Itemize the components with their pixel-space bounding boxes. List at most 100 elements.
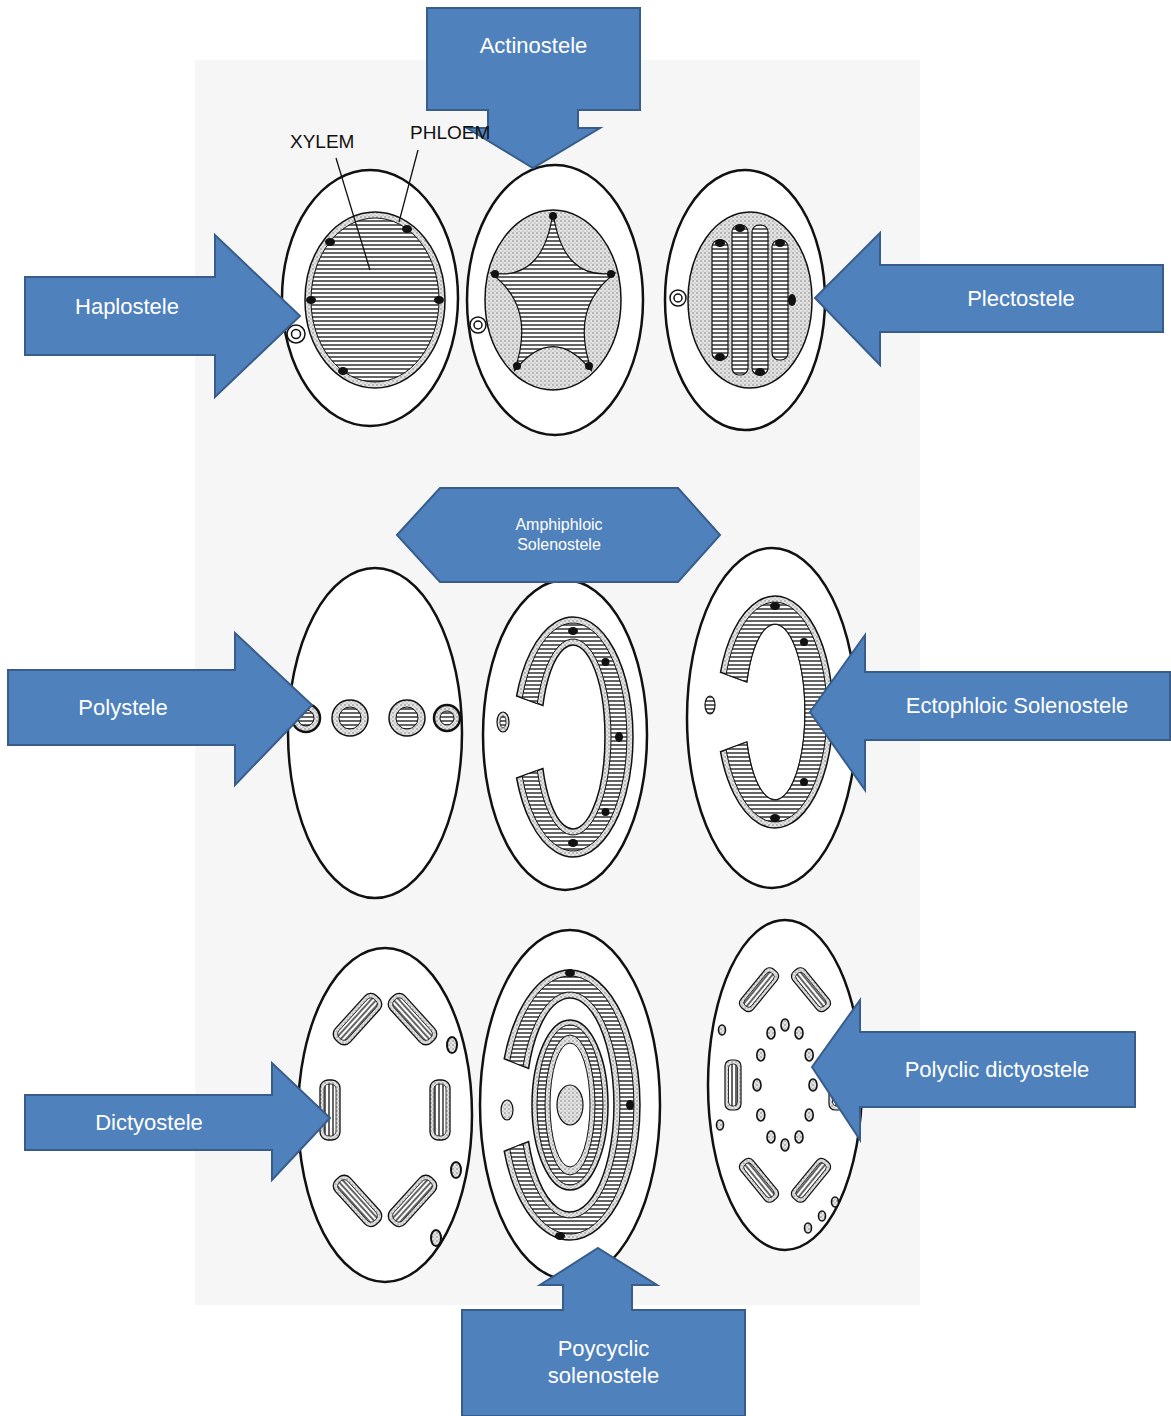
polycyclic-dictyostele-figure xyxy=(789,1156,833,1205)
plectostele-figure xyxy=(772,240,788,360)
leader-line xyxy=(336,150,418,270)
ectophloic-solenostele-figure xyxy=(705,696,715,714)
callout-shape xyxy=(397,488,720,582)
actinostele-figure xyxy=(513,362,521,370)
haplostele-figure xyxy=(325,238,335,246)
polycyclic-solenostele-figure xyxy=(550,1043,590,1167)
callout-label: Polystele xyxy=(78,694,167,722)
polycyclic-dictyostele-figure xyxy=(737,1156,781,1205)
actinostele-figure xyxy=(607,270,615,278)
ectophloic-solenostele-figure xyxy=(770,602,780,610)
polycyclic-dictyostele-figure xyxy=(805,1109,813,1121)
polycyclic-dictyostele-figure xyxy=(767,1131,775,1143)
leader-line xyxy=(399,150,418,222)
callout-arrow: Amphiphloic Solenostele xyxy=(397,488,720,582)
callout-text-area: Ectophloic Solenostele xyxy=(868,676,1166,736)
amphiphloic-solenostele-figure xyxy=(517,617,633,857)
callout-text-area: Dictyostele xyxy=(30,1098,268,1148)
polycyclic-dictyostele-figure xyxy=(737,965,781,1014)
plectostele-figure xyxy=(788,294,796,306)
polystele-figure xyxy=(389,700,425,736)
callout-text-area: Poycyclic solenostele xyxy=(468,1314,739,1410)
polycyclic-dictyostele-figure xyxy=(789,965,833,1014)
callout-arrow: Actinostele xyxy=(427,8,640,168)
ectophloic-solenostele-figure xyxy=(770,814,780,822)
polycyclic-dictyostele-figure xyxy=(757,1049,765,1061)
polycyclic-solenostele-figure xyxy=(504,970,640,1240)
dictyostele-figure xyxy=(324,1084,336,1136)
polycyclic-dictyostele-figure xyxy=(809,1079,817,1091)
polycyclic-solenostele-figure xyxy=(565,969,575,977)
haplostele-figure xyxy=(311,218,439,382)
callout-shape xyxy=(810,635,1170,790)
haplostele-figure xyxy=(287,325,305,343)
plectostele-figure xyxy=(712,240,728,360)
polycyclic-solenostele-figure xyxy=(480,930,660,1280)
callout-label: Actinostele xyxy=(480,32,588,60)
polycyclic-dictyostele-figure xyxy=(725,1060,741,1110)
polycyclic-solenostele-figure xyxy=(480,930,660,1280)
polycyclic-dictyostele-figure xyxy=(767,1027,775,1039)
actinostele-figure xyxy=(485,210,621,390)
haplostele-figure xyxy=(338,367,348,375)
dictyostele-figure xyxy=(385,1172,440,1230)
amphiphloic-solenostele-figure xyxy=(602,658,610,666)
plectostele-figure xyxy=(665,170,825,430)
plectostele-figure xyxy=(755,368,765,376)
polycyclic-solenostele-figure xyxy=(626,1100,634,1110)
actinostele-figure xyxy=(490,212,616,371)
callout-label: Dictyostele xyxy=(95,1109,203,1137)
amphiphloic-solenostele-figure xyxy=(500,716,506,728)
callout-text-area: Plectostele xyxy=(885,270,1157,328)
plectostele-figure xyxy=(715,239,725,247)
polycyclic-dictyostele-figure xyxy=(789,1156,833,1205)
actinostele-figure xyxy=(467,165,643,435)
leader-line xyxy=(336,158,370,270)
polycyclic-solenostele-figure xyxy=(557,1085,583,1125)
dictyostele-figure xyxy=(430,1080,450,1140)
plectostele-figure xyxy=(775,239,785,247)
callout-label: Haplostele xyxy=(75,293,179,321)
amphiphloic-solenostele-figure xyxy=(615,732,623,742)
dictyostele-figure xyxy=(385,990,440,1048)
haplostele-figure xyxy=(282,170,458,426)
actinostele-figure xyxy=(474,321,482,329)
polycyclic-dictyostele-figure xyxy=(757,1109,765,1121)
callout-shape xyxy=(25,1063,330,1180)
polycyclic-dictyostele-figure xyxy=(805,1049,813,1061)
callout-shape xyxy=(397,488,720,582)
plectostele-figure xyxy=(752,225,768,375)
polystele-figure xyxy=(396,707,418,729)
amphiphloic-solenostele-figure xyxy=(602,808,610,816)
haplostele-figure xyxy=(292,330,301,339)
callout-label: Ectophloic Solenostele xyxy=(906,692,1129,720)
polycyclic-dictyostele-figure xyxy=(737,1156,781,1205)
actinostele-figure xyxy=(470,317,486,333)
callout-arrow: Poycyclic solenostele xyxy=(462,1248,745,1416)
dictyostele-figure xyxy=(451,1162,461,1178)
callout-text-area: Polyclic dictyostele xyxy=(864,1036,1130,1104)
callout-shape xyxy=(8,633,312,785)
polycyclic-dictyostele-figure xyxy=(819,1211,826,1221)
polycyclic-dictyostele-figure xyxy=(753,1079,761,1091)
part-label: XYLEM xyxy=(290,131,354,153)
amphiphloic-solenostele-figure xyxy=(522,623,627,851)
callout-arrow: Plectostele xyxy=(815,233,1163,365)
part-label: PHLOEM xyxy=(410,122,490,144)
callout-text-area: Haplostele xyxy=(32,282,222,332)
callout-text-area: Polystele xyxy=(14,674,232,742)
polycyclic-dictyostele-figure xyxy=(832,1197,839,1207)
dictyostele-figure xyxy=(391,996,435,1043)
polystele-figure xyxy=(332,700,368,736)
polycyclic-dictyostele-figure xyxy=(737,965,781,1014)
callout-arrow: Haplostele xyxy=(25,235,300,397)
callout-label: Polyclic dictyostele xyxy=(905,1056,1090,1084)
polycyclic-dictyostele-figure xyxy=(717,1019,839,1233)
polycyclic-dictyostele-figure xyxy=(742,971,776,1009)
polystele-figure xyxy=(288,568,462,898)
amphiphloic-solenostele-figure xyxy=(483,580,647,890)
dictyostele-figure xyxy=(336,1178,380,1225)
callout-text-area: Actinostele xyxy=(437,12,630,80)
callout-text-area: Amphiphloic Solenostele xyxy=(445,492,673,578)
